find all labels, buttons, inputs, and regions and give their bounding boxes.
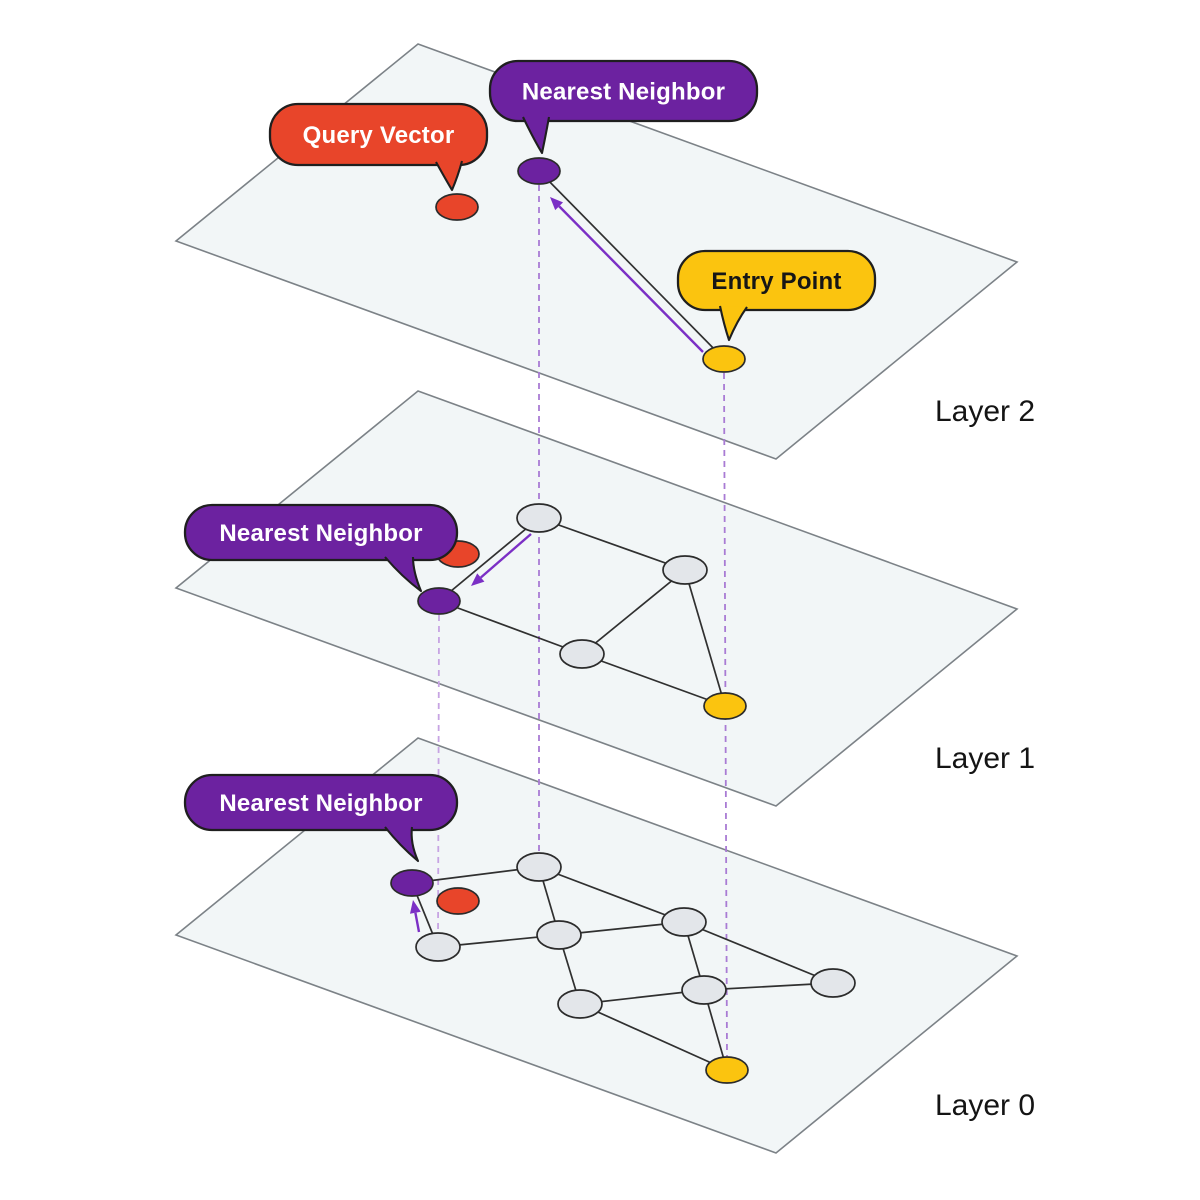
layer1-edge-0: [438, 517, 540, 602]
callout-nearest-neighbor-top-bubble: [488, 59, 759, 123]
layer2-search-arrowhead: [550, 197, 564, 211]
graph-node-l0-b: [415, 932, 461, 962]
layer1-plane: [174, 390, 1019, 807]
callout-nearest-neighbor-mid: Nearest Neighbor: [183, 503, 459, 593]
layer0-search-arrow: [414, 912, 421, 933]
callout-nearest-neighbor-top: Nearest Neighbor: [488, 59, 759, 155]
entry-node-layer0: [705, 1056, 749, 1084]
layer0-label: Layer 0: [935, 1089, 1035, 1122]
callout-nearest-neighbor-mid-bubble: [183, 503, 459, 562]
callout-entry-point-tail: [718, 305, 748, 342]
layer0-edge-11: [579, 1003, 728, 1071]
layer1-edge-1: [538, 517, 686, 571]
callout-query-vector: Query Vector: [268, 102, 489, 192]
callout-nearest-neighbor-top-tail: [522, 116, 551, 155]
graph-node-l0-c: [536, 920, 582, 950]
layer2-label: Layer 2: [935, 395, 1035, 428]
layer0-search-arrowhead: [409, 900, 421, 914]
layer1-edge-3: [581, 569, 686, 655]
graph-node-l0-a: [516, 852, 562, 882]
callout-nearest-neighbor-bottom-bubble: [183, 773, 459, 832]
layer0-edge-8: [683, 921, 834, 984]
layer1-search-arrowhead: [471, 573, 485, 586]
callout-entry-point-bubble: [676, 249, 877, 312]
query-node-layer0: [436, 887, 480, 915]
layer0-edge-4: [538, 866, 685, 923]
nearest-node-layer0: [390, 869, 434, 897]
callout-nearest-neighbor-top-label: Nearest Neighbor: [522, 79, 725, 106]
callout-query-vector-tail: [435, 160, 464, 192]
layer1-edge-5: [684, 569, 726, 707]
layer2-edge-0: [538, 170, 725, 360]
layer1-label: Layer 1: [935, 742, 1035, 775]
graph-node-l0-f: [681, 975, 727, 1005]
callout-nearest-neighbor-bottom-label: Nearest Neighbor: [219, 790, 422, 817]
graph-node-l1-top: [516, 503, 562, 533]
callout-nearest-neighbor-bottom-tail: [384, 826, 420, 863]
callout-query-vector-bubble: [268, 102, 489, 167]
query-node-layer2: [435, 193, 479, 221]
callout-query-vector-label: Query Vector: [303, 122, 455, 149]
callout-nearest-neighbor-mid-label: Nearest Neighbor: [219, 520, 422, 547]
layer1-edge-4: [581, 653, 726, 707]
callout-nearest-neighbor-mid-tail: [384, 556, 423, 593]
callout-entry-point-label: Entry Point: [711, 268, 841, 295]
layer1-search-arrow: [480, 533, 532, 579]
graph-node-l1-right: [662, 555, 708, 585]
layer0-plane: [174, 737, 1019, 1154]
graph-node-l0-g: [557, 989, 603, 1019]
nearest-node-layer2: [517, 157, 561, 185]
layer2-search-arrow: [558, 205, 704, 353]
layer1-edge-2: [438, 600, 583, 655]
graph-node-l0-e: [810, 968, 856, 998]
callout-nearest-neighbor-bottom: Nearest Neighbor: [183, 773, 459, 863]
entry-node-layer1: [703, 692, 747, 720]
graph-node-l0-d: [661, 907, 707, 937]
nearest-node-layer1: [417, 587, 461, 615]
graph-node-l1-bottom: [559, 639, 605, 669]
entry-node-layer2: [702, 345, 746, 373]
callout-entry-point: Entry Point: [676, 249, 877, 342]
